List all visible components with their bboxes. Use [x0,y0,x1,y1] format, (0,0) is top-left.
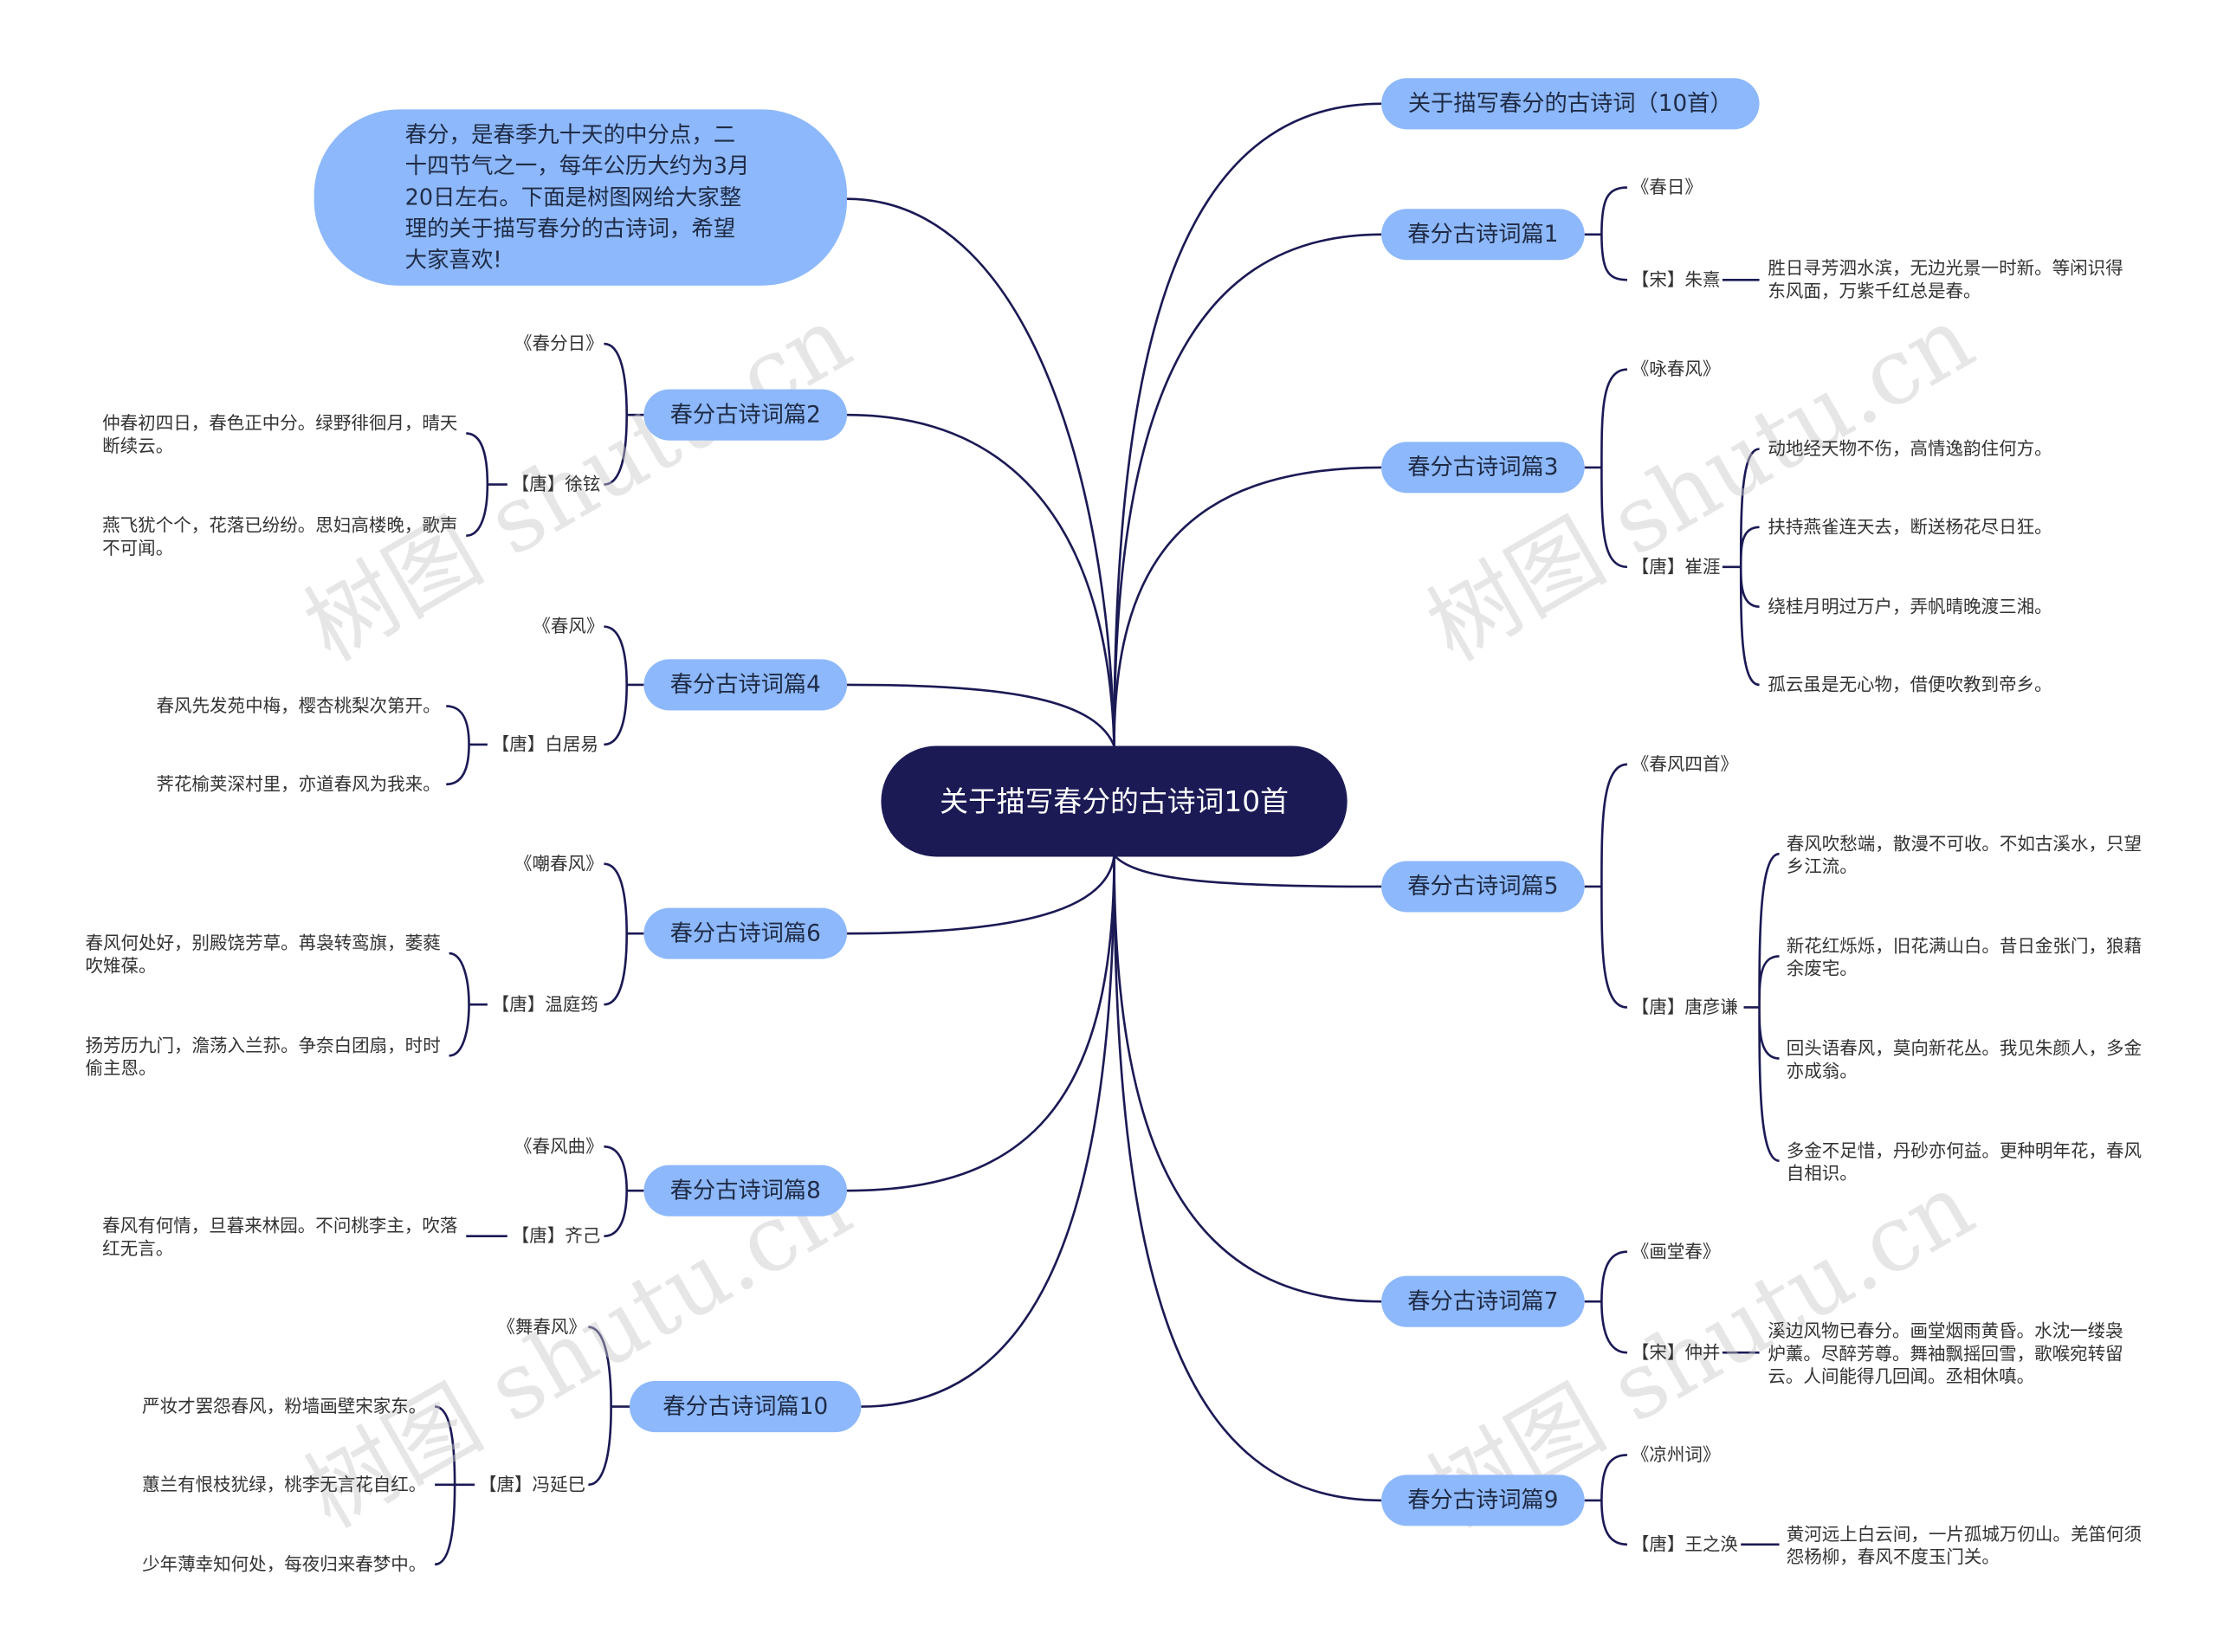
edge-p7 [1113,855,1382,1303]
poem-author: 【唐】唐彦谦 [1631,996,1738,1017]
edge-p9 [1113,855,1382,1502]
poem-line: 动地经天物不伤，高情逸韵住何方。 [1768,437,2052,460]
poem-author: 【唐】白居易 [491,732,598,755]
poem-line: 扬芳历九门，澹荡入兰荪。争奈白团扇，时时偷主恩。 [85,1034,441,1079]
poem-title: 《嘲春风》 [514,852,604,874]
edge-title [1113,102,1382,746]
poem-title: 《春风四首》 [1631,752,1738,775]
p9-node[interactable]: 春分古诗词篇9 [1381,1475,1585,1526]
p6-node[interactable]: 春分古诗词篇6 [643,907,848,959]
poem-line: 溪边风物已春分。画堂烟雨黄昏。水沈一缕袅炉薰。尽醉芳尊。舞袖飘摇回雪，歌喉宛转留… [1768,1320,2123,1387]
edge-p1 [1113,233,1382,746]
poem-line: 燕飞犹个个，花落已纷纷。思妇高楼晚，歌声不可闻。 [102,514,458,558]
poem-title: 《咏春风》 [1631,358,1721,380]
root-label: 关于描写春分的古诗词10首 [940,784,1289,819]
poem-line: 春风吹愁端，散漫不可收。不如古溪水，只望乡江流。 [1786,832,2143,877]
intro-text: 春分，是春季九十天的中分点，二十四节气之一，每年公历大约为3月20日左右。下面是… [404,122,750,274]
title-node[interactable]: 关于描写春分的古诗词（10首） [1381,78,1760,130]
poem-title: 《画堂春》 [1631,1240,1721,1262]
poem-author: 【唐】温庭筠 [491,993,598,1015]
poem-line: 黄河远上白云间，一片孤城万仞山。羌笛何须怨杨柳，春风不度玉门关。 [1786,1523,2143,1568]
root-node[interactable]: 关于描写春分的古诗词10首 [881,745,1348,857]
poem-line: 春风先发苑中梅，樱杏桃梨次第开。 [156,694,441,717]
edge-p4 [847,683,1115,747]
poem-title: 《舞春风》 [497,1315,586,1338]
poem-line: 回头语春风，莫向新花丛。我见朱颜人，多金亦成翁。 [1786,1036,2143,1081]
p4-node[interactable]: 春分古诗词篇4 [643,659,848,711]
poem-line: 多金不足惜，丹砂亦何益。更种明年花，春风自相识。 [1786,1139,2143,1184]
poem-line: 蕙兰有恨枝犹绿，桃李无言花自红。 [142,1473,427,1495]
intro-node[interactable]: 春分，是春季九十天的中分点，二十四节气之一，每年公历大约为3月20日左右。下面是… [313,109,848,286]
poem-title: 《凉州词》 [1631,1443,1721,1465]
poem-author: 【唐】徐铉 [511,473,601,495]
poem-line: 扶持燕雀连天去，断送杨花尽日狂。 [1768,515,2052,538]
p7-node[interactable]: 春分古诗词篇7 [1381,1275,1585,1327]
poem-title: 《春风》 [533,615,604,637]
p3-node[interactable]: 春分古诗词篇3 [1381,442,1585,494]
edge-p8 [847,855,1115,1192]
poem-line: 春风何处好，别殿饶芳草。苒袅转鸾旗，萎蕤吹雉葆。 [85,932,441,977]
edge-p2 [847,413,1115,746]
poem-author: 【唐】王之涣 [1631,1533,1738,1555]
p1-node[interactable]: 春分古诗词篇1 [1381,209,1585,261]
edge-p5 [1113,855,1382,888]
poem-author: 【唐】冯延巳 [479,1473,586,1495]
poem-line: 胜日寻芳泗水滨，无边光景一时新。等闲识得东风面，万紫千红总是春。 [1768,257,2123,301]
poem-author: 【唐】齐己 [511,1224,601,1247]
poem-line: 仲春初四日，春色正中分。绿野徘徊月，晴天断续云。 [102,411,458,456]
poem-author: 【唐】崔涯 [1631,555,1721,578]
p10-node[interactable]: 春分古诗词篇10 [629,1381,862,1433]
edge-intro [847,197,1115,746]
p5-node[interactable]: 春分古诗词篇5 [1381,861,1585,913]
edge-p3 [1113,466,1382,746]
poem-author: 【宋】仲并 [1631,1341,1721,1363]
poem-title: 《春日》 [1631,176,1703,198]
poem-line: 春风有何情，旦暮来林园。不问桃李主，吹落红无言。 [102,1215,458,1259]
poem-title: 《春风曲》 [514,1135,604,1157]
poem-line: 孤云虽是无心物，借便吹教到帝乡。 [1768,673,2052,695]
edge-p10 [861,855,1115,1408]
p2-node[interactable]: 春分古诗词篇2 [643,389,848,441]
edge-p6 [847,855,1115,935]
poem-line: 荠花榆荚深村里，亦道春风为我来。 [156,772,441,795]
p8-node[interactable]: 春分古诗词篇8 [643,1165,848,1216]
poem-line: 严妆才罢怨春风，粉墙画壁宋家东。 [142,1395,427,1417]
poem-author: 【宋】朱熹 [1631,268,1721,290]
poem-title: 《春分日》 [514,332,604,354]
poem-line: 少年薄幸知何处，每夜归来春梦中。 [142,1552,427,1575]
poem-line: 绕桂月明过万户，弄帆晴晚渡三湘。 [1768,595,2052,617]
poem-line: 新花红烁烁，旧花满山白。昔日金张门，狼藉余废宅。 [1786,934,2143,979]
